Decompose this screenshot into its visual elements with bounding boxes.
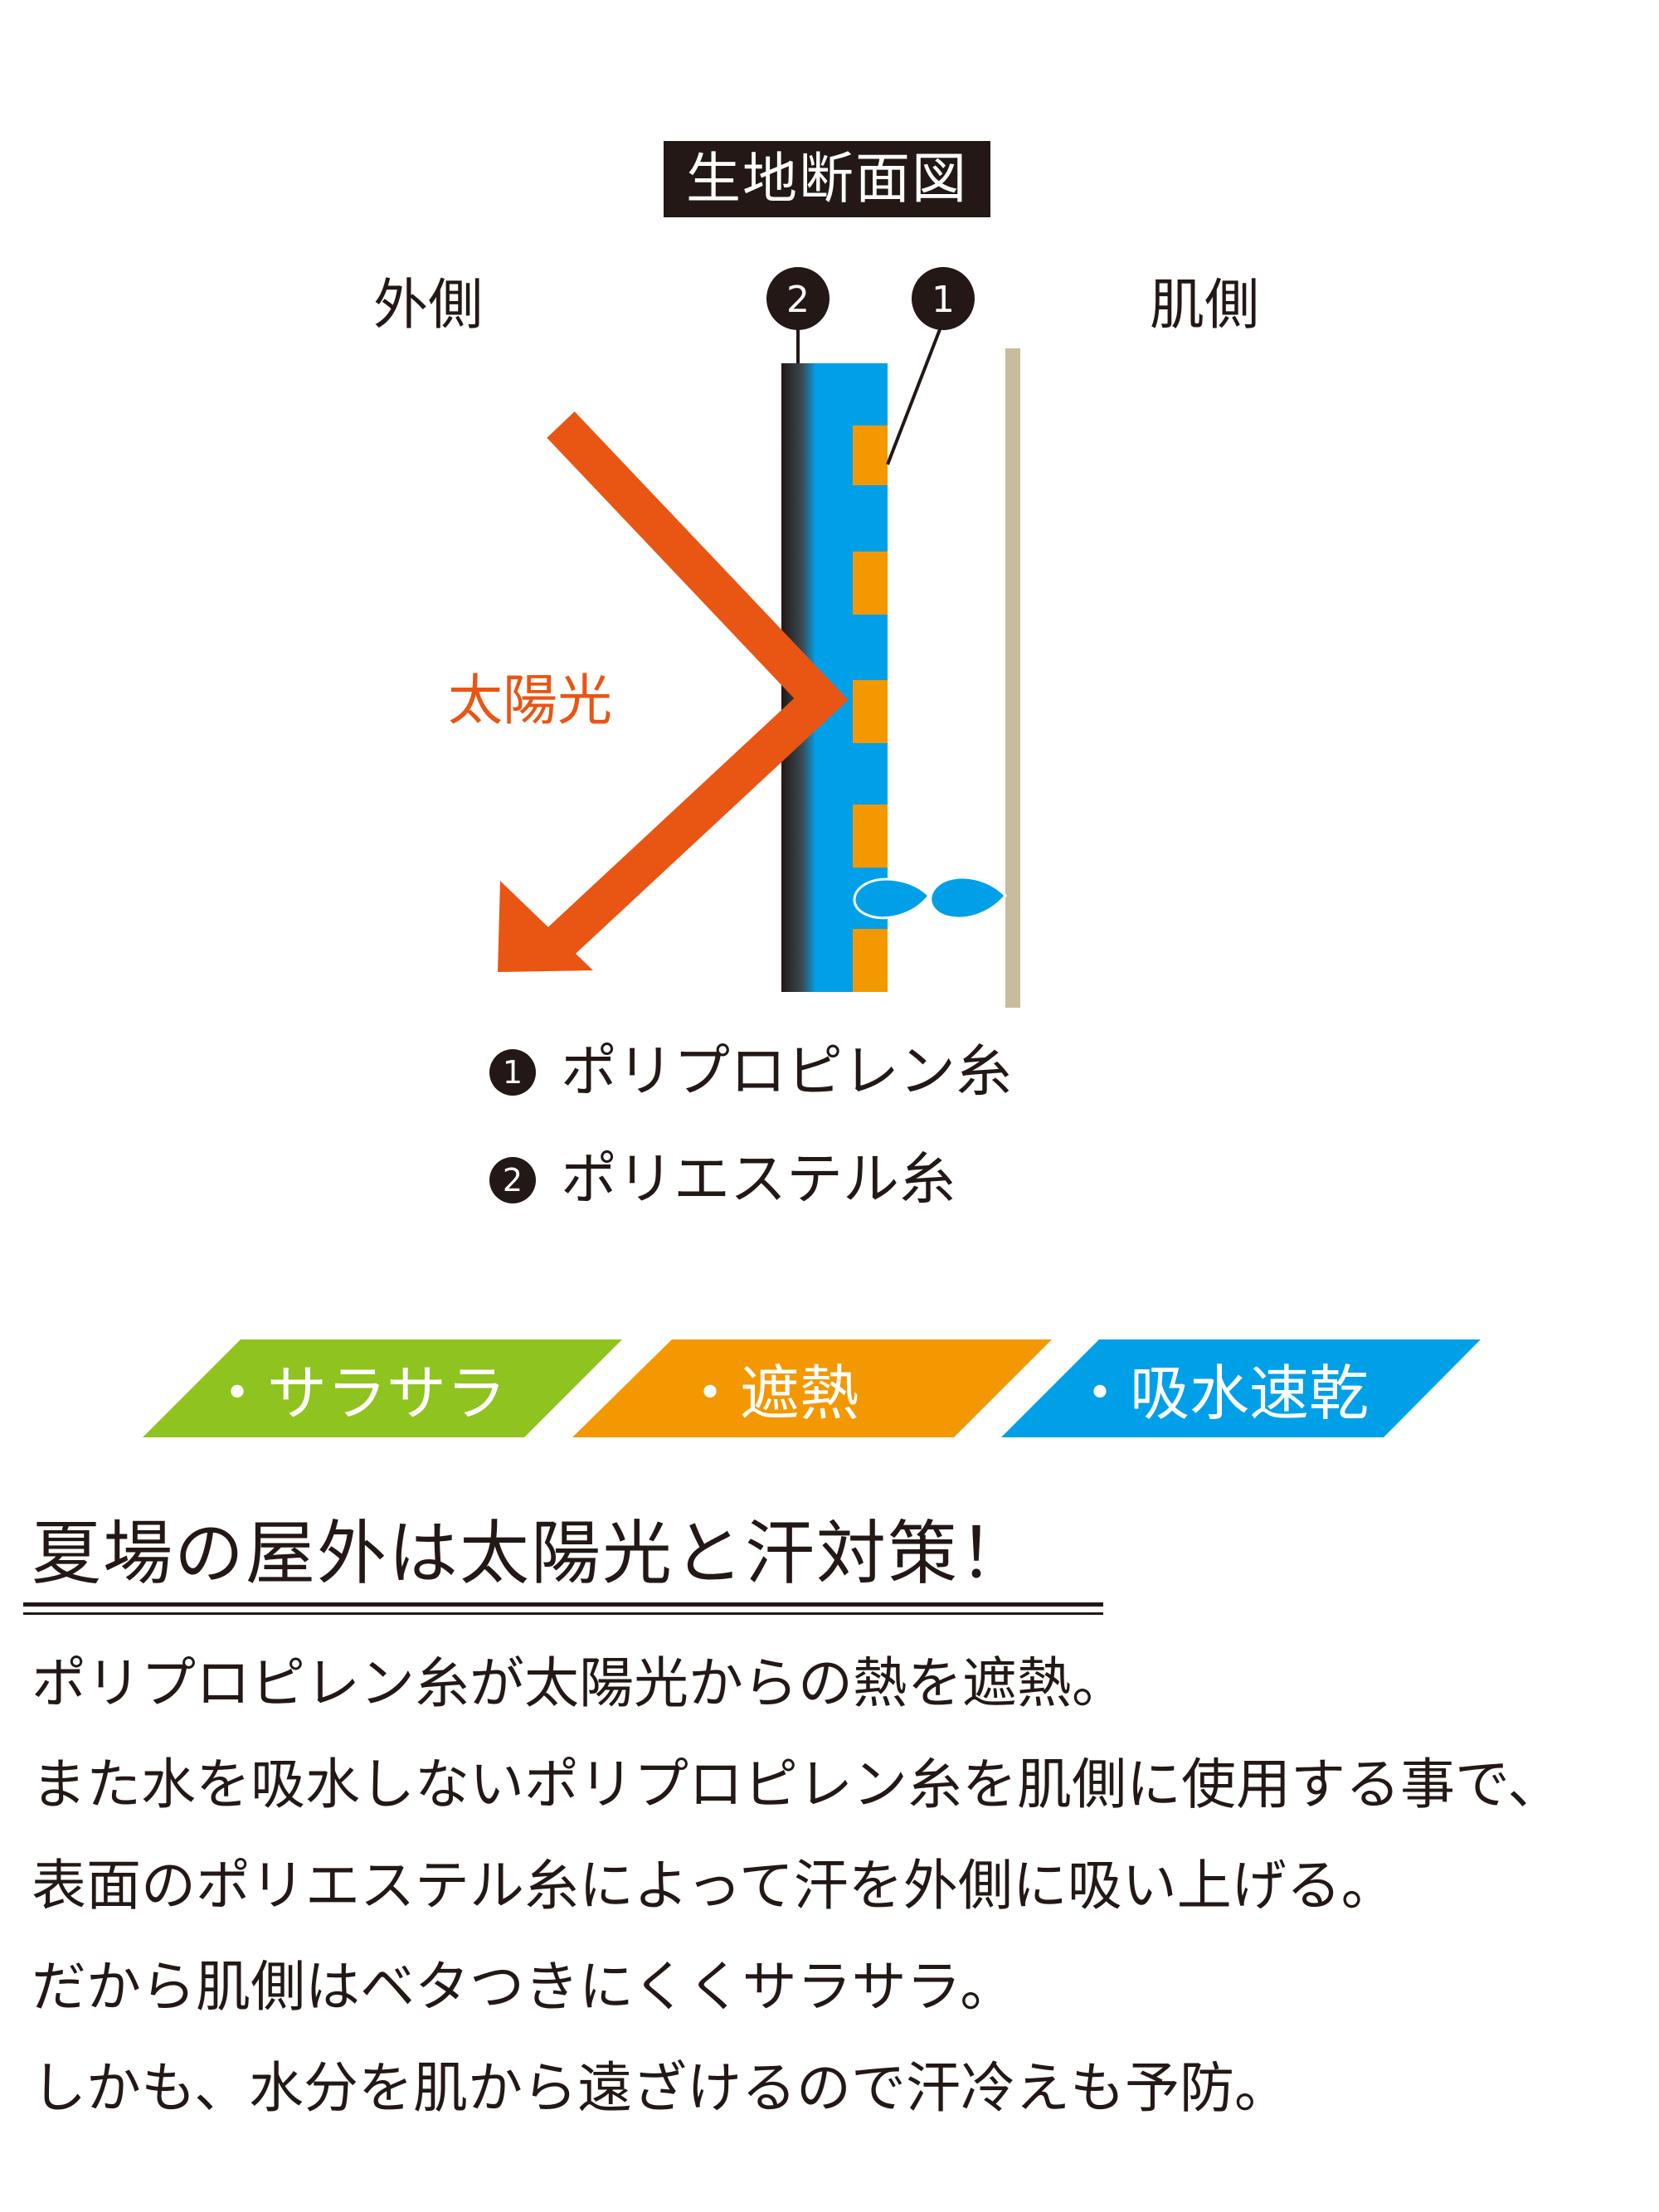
sunlight-label: 太陽光 xyxy=(448,668,612,732)
diagram-title: 生地断面図 xyxy=(664,141,990,217)
headline: 夏場の屋外は太陽光と汗対策！ xyxy=(32,1513,1031,1594)
legend-text: ポリエステル糸 xyxy=(561,1147,956,1213)
legend-item-polyester: 2 ポリエステル糸 xyxy=(489,1145,956,1216)
feature-label-smooth: ・サラサラ xyxy=(207,1359,507,1428)
polypropylene-block xyxy=(853,680,888,743)
feature-label-heat: ・遮熱 xyxy=(680,1359,860,1428)
feature-banner-smooth xyxy=(143,1339,622,1437)
badge-1-leader xyxy=(886,324,943,465)
headline-underline-thin xyxy=(23,1612,1103,1615)
polypropylene-block xyxy=(853,425,888,485)
sunlight-arrow-line xyxy=(534,411,849,968)
badge-2-icon xyxy=(766,267,830,330)
fabric-cross-section-diagram: 2 1 xyxy=(498,267,1020,1008)
polypropylene-block xyxy=(853,805,888,868)
body-text-line: しかも、水分を肌から遠ざけるので汗冷えも予防。 xyxy=(32,2056,1290,2120)
polypropylene-block xyxy=(853,552,888,615)
sweat-droplet-icon xyxy=(853,878,932,920)
sweat-droplet-icon xyxy=(929,876,1007,920)
body-text-line: また水を吸水しないポリプロピレン糸を肌側に使用する事で、 xyxy=(32,1753,1563,1816)
badge-2-number: 2 xyxy=(786,279,810,321)
polypropylene-block xyxy=(853,929,888,992)
body-text-line: 表面のポリエステル糸によって汗を外側に吸い上げる。 xyxy=(32,1854,1396,1918)
legend-badge: 2 xyxy=(489,1157,536,1203)
badge-1-icon xyxy=(912,267,975,330)
body-text-line: ポリプロピレン糸が太陽光からの熱を遮熱。 xyxy=(32,1651,1126,1715)
feature-banner-row xyxy=(143,1339,1481,1437)
feature-label-quickdry: ・吸水速乾 xyxy=(1070,1359,1370,1428)
legend-text: ポリプロピレン糸 xyxy=(561,1039,1013,1105)
legend-badge: 1 xyxy=(489,1049,536,1096)
skin-line xyxy=(1005,348,1020,1008)
sunlight-arrowhead-icon xyxy=(498,881,593,972)
outer-side-label: 外側 xyxy=(373,273,483,337)
headline-underline xyxy=(23,1602,1103,1607)
skin-side-label: 肌側 xyxy=(1150,273,1259,337)
feature-banner-quickdry xyxy=(1001,1339,1481,1437)
feature-banner-heat xyxy=(572,1339,1052,1437)
badge-1-number: 1 xyxy=(932,279,955,321)
body-text-line: だから肌側はベタつきにくくサラサラ。 xyxy=(32,1955,1015,2019)
legend-item-polypropylene: 1 ポリプロピレン糸 xyxy=(489,1037,1012,1108)
